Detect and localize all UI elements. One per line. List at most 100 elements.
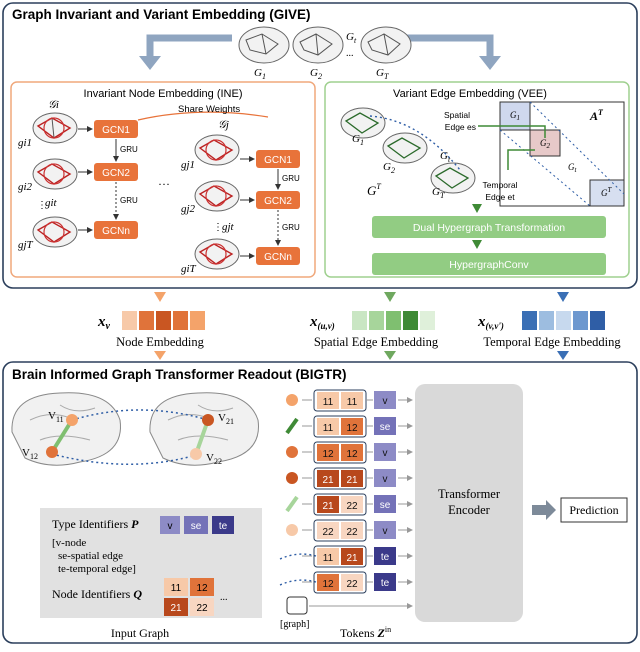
token-node-id [341, 496, 363, 513]
top-brain-g1 [238, 26, 290, 64]
token-node-id [317, 548, 339, 565]
type-legend-2: se-spatial edge [58, 550, 123, 562]
top-label-gT: GT [376, 67, 389, 81]
token-node-id [317, 418, 339, 435]
token-type-id [374, 469, 396, 487]
dual-hypergraph-label: Dual Hypergraph Transformation [413, 222, 565, 234]
temporal-embedding-cells [522, 311, 605, 330]
give-panel [2, 2, 638, 289]
tokens-label: Tokens Zin [340, 625, 391, 640]
hypergraphconv-box [372, 253, 606, 275]
token-type-id [374, 417, 396, 435]
temporal-emb-arrow [557, 292, 569, 302]
ine-right-node-3: gjt [222, 221, 235, 233]
graph-token-box [286, 596, 308, 615]
token-node-id [317, 444, 339, 461]
node-v22 [190, 448, 202, 460]
type-id-te [212, 516, 234, 534]
vee-down-arrow-2 [472, 240, 482, 249]
token-node-id [341, 574, 363, 591]
ine-right-brain-2 [194, 180, 240, 212]
ine-left-gcn2-label: GCN2 [102, 168, 130, 179]
type-id-v [160, 516, 180, 534]
to-prediction-arrow [532, 500, 556, 520]
node-emb-label: Node Embedding [116, 335, 205, 349]
type-legend-1: [v-node [52, 537, 86, 549]
token-node-id-label: 11 [347, 397, 358, 408]
token-node-id-label: 21 [346, 553, 358, 564]
top-ellipsis: ... [346, 48, 354, 59]
vee-label-g2: G2 [383, 161, 395, 175]
vee-title: Variant Edge Embedding (VEE) [393, 88, 547, 100]
ine-right-gru-1: GRU [282, 174, 300, 183]
temporal-emb-symbol: x(v,v') [477, 314, 504, 331]
matrix-block-g2: G2 [540, 138, 551, 150]
node-v12 [46, 446, 58, 458]
node-id-12-label: 12 [196, 583, 208, 594]
token-node-id [317, 496, 339, 513]
node-embedding-cell [139, 311, 154, 330]
node-id-11 [164, 578, 188, 596]
ine-right-node-2: gj2 [181, 203, 196, 215]
ine-script-gi: 𝒢i [48, 99, 59, 111]
top-label-g1: G1 [254, 67, 266, 81]
token-node-id [341, 392, 363, 409]
vee-big-gT: GT [367, 182, 381, 198]
token-node-id [341, 548, 363, 565]
spatial-embedding-cell [352, 311, 367, 330]
spatial-embedding-cell [403, 311, 418, 330]
top-label-g2: G2 [310, 67, 322, 81]
token-node-id [341, 470, 363, 487]
transformer-encoder-line1: Transformer [438, 487, 501, 501]
ine-left-node-3: git [45, 197, 58, 209]
spatial-edge-label-2: Edge es [445, 122, 476, 132]
token-type-id-label: se [380, 500, 391, 511]
type-id-v-label: v [168, 521, 173, 532]
vee-label-gt: Gt [440, 150, 451, 164]
temporal-embedding-cell [556, 311, 571, 330]
token-node-id-label: 11 [323, 423, 334, 434]
node-v12-label: V12 [22, 447, 38, 461]
token-node-id-label: 21 [346, 475, 358, 486]
token-node-id [341, 522, 363, 539]
left-flow-arrowhead [139, 56, 161, 70]
right-flow-arrowhead [479, 56, 501, 70]
token-node-id [317, 574, 339, 591]
token-node-id [317, 522, 339, 539]
token-node-icon [286, 472, 298, 484]
ine-left-vdots: ⋮ [37, 200, 47, 211]
token-type-id-label: te [381, 578, 390, 589]
vee-box [324, 81, 630, 278]
token-type-id-label: se [380, 422, 391, 433]
temporal-link-bottom [51, 453, 197, 465]
node-emb-arrow [154, 292, 166, 302]
token-temporal-icon [279, 553, 317, 560]
matrix-block-gt: Gt [568, 162, 578, 174]
token-type-id [374, 495, 396, 513]
token-node-id [317, 470, 339, 487]
type-identifiers-title: Type Identifiers P [52, 517, 139, 531]
ine-right-gru-2: GRU [282, 223, 300, 232]
token-node-id-label: 12 [322, 449, 334, 460]
spatial-emb-symbol: x(u,v) [309, 314, 335, 331]
temporal-edge-label: Temporal [483, 180, 518, 190]
node-id-21-label: 21 [170, 603, 182, 614]
temporal-embedding-cell [573, 311, 588, 330]
node-emb-symbol: xv [97, 314, 111, 332]
node-emb-down-arrow [154, 351, 166, 360]
top-label-gt: Gt [346, 31, 357, 45]
ine-box [10, 81, 316, 278]
type-id-se-label: se [191, 521, 202, 532]
ine-left-gru-1: GRU [120, 145, 138, 154]
prediction-label: Prediction [569, 503, 618, 517]
temporal-link-top [71, 409, 209, 421]
spatial-edge-label: Spatial [444, 110, 470, 120]
vee-temporal-dotted [369, 115, 461, 171]
share-weights-label: Share Weights [178, 104, 240, 115]
ine-right-gcn2 [256, 191, 300, 209]
node-v21-label: V21 [218, 412, 234, 426]
adjacency-matrix [499, 101, 625, 207]
graph-token-label: [graph] [280, 619, 309, 630]
spatial-link-right [194, 419, 210, 455]
